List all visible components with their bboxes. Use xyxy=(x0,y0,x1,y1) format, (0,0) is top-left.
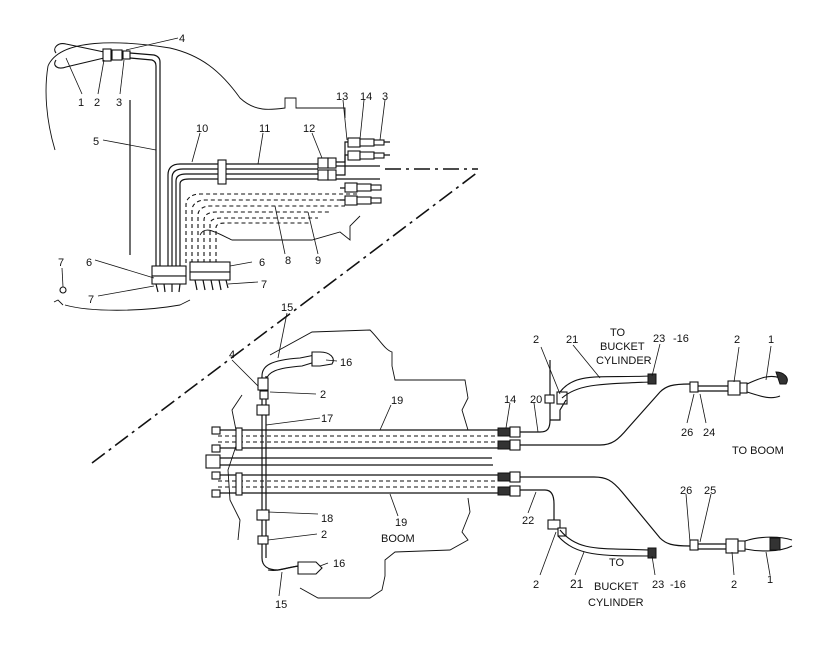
callout: 23 xyxy=(653,333,665,345)
label-to-boom: TO BOOM xyxy=(732,445,784,457)
label-cylinder-top: CYLINDER xyxy=(596,355,652,367)
callout: 4 xyxy=(179,33,185,45)
label-cylinder-bottom: CYLINDER xyxy=(588,597,644,609)
callout: 6 xyxy=(259,257,265,269)
callout: 9 xyxy=(315,255,321,267)
callout: 2 xyxy=(533,579,539,591)
label-to-bottom: TO xyxy=(609,557,625,569)
callout: 4 xyxy=(229,349,235,361)
frame-outline xyxy=(45,42,361,311)
callout: 25 xyxy=(704,485,716,497)
callout: 2 xyxy=(731,579,737,591)
callout: 14 xyxy=(360,91,372,103)
callout: -16 xyxy=(673,333,689,345)
lower-callouts: 15 16 4 2 17 19 14 20 2 21 23 -16 2 1 26… xyxy=(229,302,774,611)
callout: 23 xyxy=(652,579,664,591)
callout: 13 xyxy=(336,91,348,103)
section-divider xyxy=(91,168,479,464)
callout: 5 xyxy=(93,136,99,148)
callout: 24 xyxy=(703,427,715,439)
label-boom: BOOM xyxy=(381,533,415,545)
callout: 3 xyxy=(382,91,388,103)
callout: 12 xyxy=(303,123,315,135)
callout: 1 xyxy=(768,334,774,346)
callout: 8 xyxy=(285,255,291,267)
callout: 21 xyxy=(570,577,584,591)
callout: 21 xyxy=(566,334,578,346)
callout: 16 xyxy=(333,558,345,570)
callout: 19 xyxy=(391,395,403,407)
callout: 15 xyxy=(275,599,287,611)
callout: 26 xyxy=(681,427,693,439)
text-labels: TO BUCKET CYLINDER TO BOOM BOOM TO BUCKE… xyxy=(381,327,784,609)
label-bucket-bottom: BUCKET xyxy=(594,581,639,593)
callout: 2 xyxy=(320,389,326,401)
callout: 11 xyxy=(259,123,270,135)
callout: 10 xyxy=(196,123,208,135)
callout: 22 xyxy=(522,515,534,527)
upper-detail xyxy=(45,42,390,311)
label-to-top: TO xyxy=(610,327,626,339)
label-bucket-top: BUCKET xyxy=(600,341,645,353)
callout: -16 xyxy=(670,579,686,591)
callout: 17 xyxy=(321,413,333,425)
callout: 2 xyxy=(533,334,539,346)
callout: 7 xyxy=(261,279,267,291)
callout: 14 xyxy=(504,394,516,406)
callout: 18 xyxy=(321,513,333,525)
callout: 2 xyxy=(734,334,740,346)
callout: 2 xyxy=(321,529,327,541)
boom-outline xyxy=(227,329,471,599)
callout: 1 xyxy=(78,97,84,109)
callout: 19 xyxy=(395,517,407,529)
callout: 20 xyxy=(530,394,542,406)
callout: 1 xyxy=(767,574,773,586)
callout: 15 xyxy=(281,302,293,314)
callout: 2 xyxy=(94,97,100,109)
callout: 7 xyxy=(58,257,64,269)
callout: 6 xyxy=(86,257,92,269)
callout: 3 xyxy=(116,97,122,109)
lower-detail xyxy=(205,329,793,599)
callout: 7 xyxy=(88,294,94,306)
callout: 16 xyxy=(340,357,352,369)
callout: 26 xyxy=(680,485,692,497)
upper-callouts: 1 2 3 4 5 10 11 12 13 14 3 6 6 7 7 7 8 9 xyxy=(58,33,388,306)
